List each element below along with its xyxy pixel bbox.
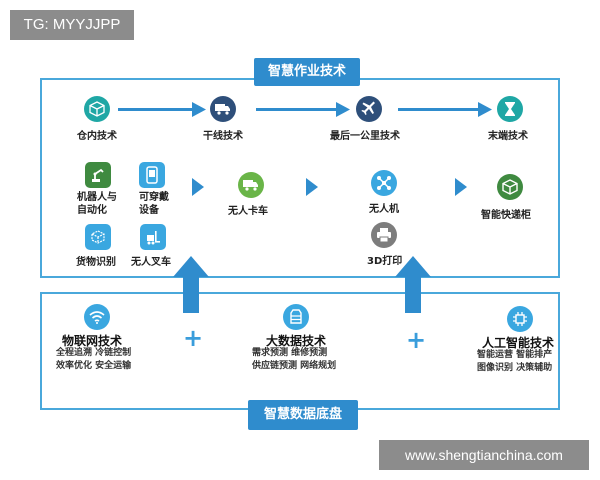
iot-line-1: 全程追溯 冷链控制 [56, 348, 132, 358]
robot-arm-icon [85, 162, 111, 188]
hourglass-icon [497, 96, 523, 122]
iot-title: 物联网技术 [62, 334, 123, 348]
flow-arrow-2 [256, 102, 350, 117]
label-wearable-device: 可穿戴设备 [139, 192, 169, 216]
iot-line-2: 效率优化 安全运输 [56, 361, 132, 371]
ai-line-1: 智能运营 智能排产 [477, 350, 553, 360]
label-unmanned-truck: 无人卡车 [228, 206, 268, 217]
plus-sign-2: + [406, 326, 427, 354]
truck-icon [210, 96, 236, 122]
up-arrow-left [173, 256, 209, 313]
wearable-device-icon [139, 162, 165, 188]
flow-label-warehouse: 仓内技术 [77, 131, 117, 142]
watermark-top: TG: MYYJJPP [10, 10, 134, 40]
up-arrow-right [395, 256, 431, 313]
label-robot-automation: 机器人与自动化 [77, 192, 117, 216]
small-arrow-3 [455, 178, 467, 196]
wifi-icon [84, 304, 110, 330]
flow-arrow-3 [398, 102, 492, 117]
label-cargo-recognition: 货物识别 [76, 257, 116, 268]
label-drone: 无人机 [369, 204, 399, 215]
bigdata-title: 大数据技术 [266, 334, 327, 348]
small-arrow-1 [192, 178, 204, 196]
3d-printer-icon [371, 222, 397, 248]
label-forklift: 无人叉车 [131, 257, 171, 268]
drone-icon [371, 170, 397, 196]
flow-label-terminal: 末端技术 [488, 131, 528, 142]
watermark-bottom: www.shengtianchina.com [379, 440, 589, 470]
forklift-icon [140, 224, 166, 250]
flow-label-trunk: 干线技术 [203, 131, 243, 142]
flow-label-last-mile: 最后一公里技术 [330, 131, 400, 142]
airplane-icon [356, 96, 382, 122]
bigdata-line-2: 供应链预测 网络规划 [252, 361, 337, 371]
bottom-section-title: 智慧数据底盘 [248, 400, 358, 430]
bigdata-line-1: 需求预测 维修预测 [252, 348, 328, 358]
label-smart-locker: 智能快递柜 [481, 210, 531, 221]
flow-arrow-1 [118, 102, 206, 117]
chip-icon [507, 306, 533, 332]
plus-sign-1: + [183, 324, 204, 352]
smart-locker-icon [497, 174, 523, 200]
cargo-recognition-icon [85, 224, 111, 250]
ai-line-2: 图像识别 决策辅助 [477, 363, 553, 373]
unmanned-truck-icon [238, 172, 264, 198]
small-arrow-2 [306, 178, 318, 196]
top-section-title: 智慧作业技术 [254, 58, 360, 86]
database-icon [283, 304, 309, 330]
ai-title: 人工智能技术 [482, 336, 555, 350]
label-3d-printing: 3D打印 [367, 256, 403, 267]
warehouse-box-icon [84, 96, 110, 122]
